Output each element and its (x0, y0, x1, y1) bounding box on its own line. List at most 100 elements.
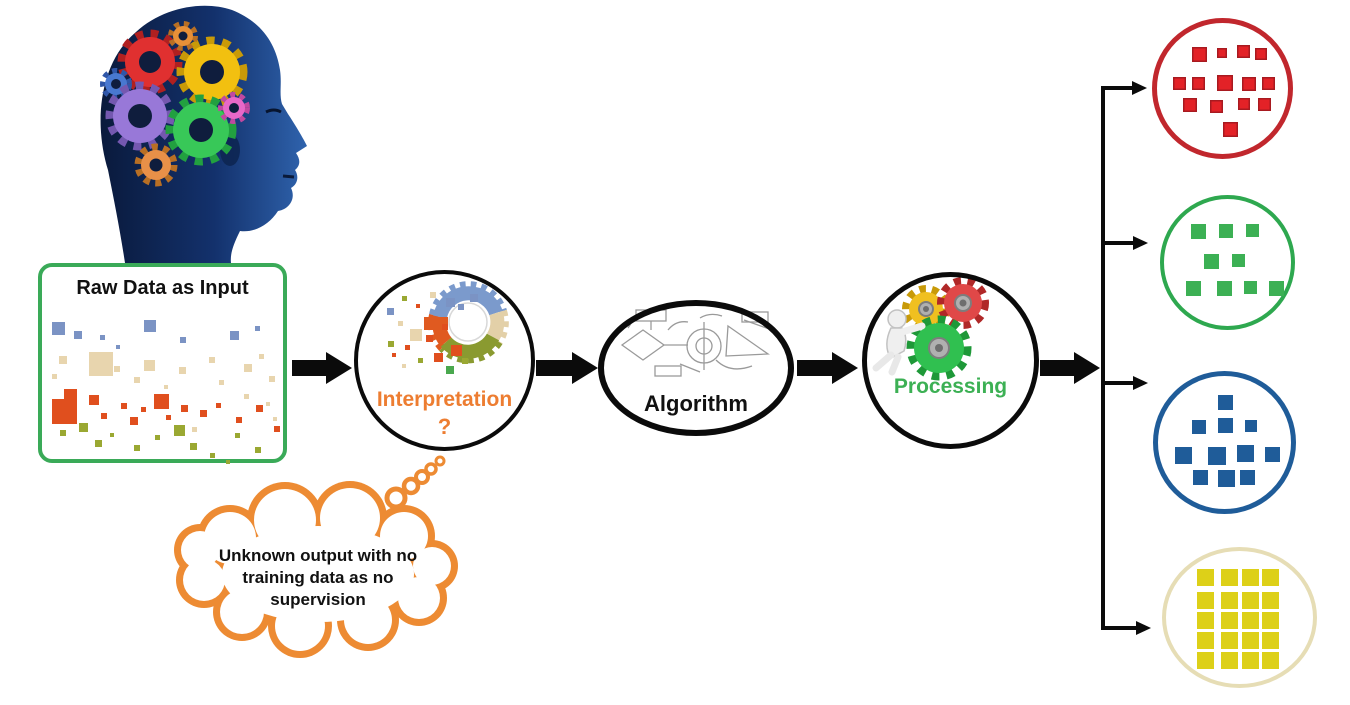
data-point-square (144, 360, 155, 371)
data-point-square (64, 389, 77, 402)
data-point-square (1217, 48, 1227, 58)
gear-icon-orange-bottom (134, 143, 178, 187)
data-point-square (255, 447, 261, 453)
data-point-square (179, 367, 186, 374)
data-point-square (230, 331, 239, 340)
data-point-square (1223, 122, 1238, 137)
data-point-square (402, 364, 406, 368)
data-point-square (416, 304, 420, 308)
arrowhead-yellow-cluster (1136, 621, 1151, 635)
data-point-square (1221, 652, 1238, 669)
data-point-square (430, 292, 436, 298)
data-point-square (1262, 569, 1279, 586)
data-point-square (1221, 612, 1238, 629)
data-point-square (387, 308, 394, 315)
data-point-square (1221, 569, 1238, 586)
data-point-square (1262, 612, 1279, 629)
data-point-square (141, 407, 146, 412)
data-point-square (392, 353, 396, 357)
data-point-square (426, 335, 433, 342)
data-point-square (1242, 632, 1259, 649)
data-point-square (244, 394, 249, 399)
data-point-square (273, 417, 277, 421)
gear-icon-green (165, 94, 237, 166)
gear-icon-pink-small (218, 92, 250, 124)
data-point-square (52, 322, 65, 335)
data-point-square (442, 324, 448, 330)
data-point-square (1192, 77, 1205, 90)
thought-trail-bubbles (384, 455, 446, 510)
data-point-square (209, 357, 215, 363)
branch-connector (1101, 81, 1151, 635)
output-cluster-yellow (1162, 547, 1317, 688)
data-point-square (1262, 592, 1279, 609)
gear-icon-red (117, 29, 183, 95)
data-point-square (259, 354, 264, 359)
data-point-square (235, 433, 240, 438)
lip-line (282, 174, 295, 179)
eye-line (265, 108, 282, 114)
data-point-square (1242, 612, 1259, 629)
processing-node: Processing (862, 272, 1039, 449)
interpretation-question-mark: ? (437, 414, 452, 439)
data-point-square (446, 298, 455, 307)
data-point-square (451, 345, 462, 356)
data-point-square (116, 345, 120, 349)
data-point-square (89, 352, 113, 376)
data-point-square (216, 403, 221, 408)
data-point-square (1240, 470, 1255, 485)
data-point-square (255, 326, 260, 331)
interpretation-node: Interpretation ? (354, 270, 535, 451)
arrowhead-green-cluster (1133, 236, 1148, 250)
data-point-square (418, 358, 423, 363)
data-point-square (130, 417, 138, 425)
data-point-square (398, 321, 403, 326)
data-point-square (60, 430, 66, 436)
data-point-square (192, 427, 197, 432)
thought-cloud-text: Unknown output with no training data as … (218, 546, 418, 609)
data-point-square (110, 433, 114, 437)
data-point-square (236, 417, 242, 423)
data-point-square (154, 394, 169, 409)
arrow-algorithm-to-processing (797, 352, 858, 384)
data-point-square (458, 304, 464, 310)
output-cluster-green (1160, 195, 1295, 330)
data-point-square (1221, 632, 1238, 649)
data-point-square (1262, 652, 1279, 669)
output-cluster-blue (1153, 371, 1296, 514)
data-point-square (100, 335, 105, 340)
data-point-square (190, 443, 197, 450)
data-point-square (180, 337, 186, 343)
data-point-square (1218, 395, 1233, 410)
data-point-square (79, 423, 88, 432)
data-point-square (1197, 632, 1214, 649)
data-point-square (1245, 420, 1257, 432)
data-point-square (1269, 281, 1284, 296)
data-point-square (266, 402, 270, 406)
data-point-square (244, 364, 252, 372)
data-point-square (1192, 47, 1207, 62)
head-with-gears-illustration (100, 5, 307, 264)
data-point-square (1197, 652, 1214, 669)
data-point-square (1217, 75, 1233, 91)
arrow-processing-to-branch (1040, 352, 1100, 384)
data-point-square (1204, 254, 1219, 269)
raw-data-input-box: Raw Data as Input (38, 263, 287, 464)
data-point-square (1175, 447, 1192, 464)
arrow-interpretation-to-algorithm (536, 352, 598, 384)
data-point-square (1186, 281, 1201, 296)
data-point-square (410, 329, 422, 341)
processing-label: Processing (893, 375, 1008, 398)
data-point-square (1191, 224, 1206, 239)
data-point-square (1246, 224, 1259, 237)
algorithm-label: Algorithm (644, 391, 748, 416)
data-point-square (95, 440, 102, 447)
algorithm-node: Algorithm (598, 300, 794, 436)
data-point-square (1238, 98, 1250, 110)
data-point-square (200, 410, 207, 417)
arrowhead-red-cluster (1132, 81, 1147, 95)
gear-icon-purple (105, 81, 175, 151)
data-point-square (1197, 612, 1214, 629)
raw-data-input-title: Raw Data as Input (76, 277, 249, 299)
data-point-square (89, 395, 99, 405)
